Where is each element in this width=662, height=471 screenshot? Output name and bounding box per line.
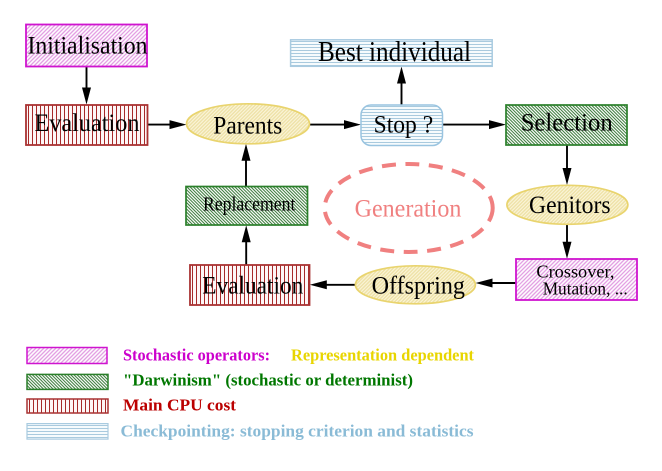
svg-text:Selection: Selection: [521, 110, 613, 137]
svg-text:Generation: Generation: [355, 196, 462, 223]
svg-text:"Darwinism" (stochastic or det: "Darwinism" (stochastic or determinist): [123, 371, 413, 390]
svg-text:Representation dependent: Representation dependent: [291, 345, 474, 364]
svg-text:Replacement: Replacement: [203, 194, 296, 216]
svg-text:Parents: Parents: [213, 112, 282, 139]
svg-text:Evaluation: Evaluation: [35, 110, 140, 137]
svg-text:Initialisation: Initialisation: [28, 32, 148, 59]
svg-text:Best individual: Best individual: [318, 37, 471, 68]
svg-text:Evaluation: Evaluation: [202, 272, 303, 299]
svg-text:Offspring: Offspring: [372, 272, 466, 299]
svg-text:Main CPU cost: Main CPU cost: [123, 396, 236, 415]
svg-text:Stop ?: Stop ?: [374, 111, 434, 138]
svg-text:Genitors: Genitors: [529, 192, 611, 219]
svg-text:Mutation, ...: Mutation, ...: [543, 278, 628, 298]
svg-text:Crossover,: Crossover,: [536, 262, 614, 282]
svg-text:Stochastic operators:: Stochastic operators:: [123, 345, 270, 364]
svg-text:Checkpointing: stopping criter: Checkpointing: stopping criterion and st…: [121, 422, 474, 441]
